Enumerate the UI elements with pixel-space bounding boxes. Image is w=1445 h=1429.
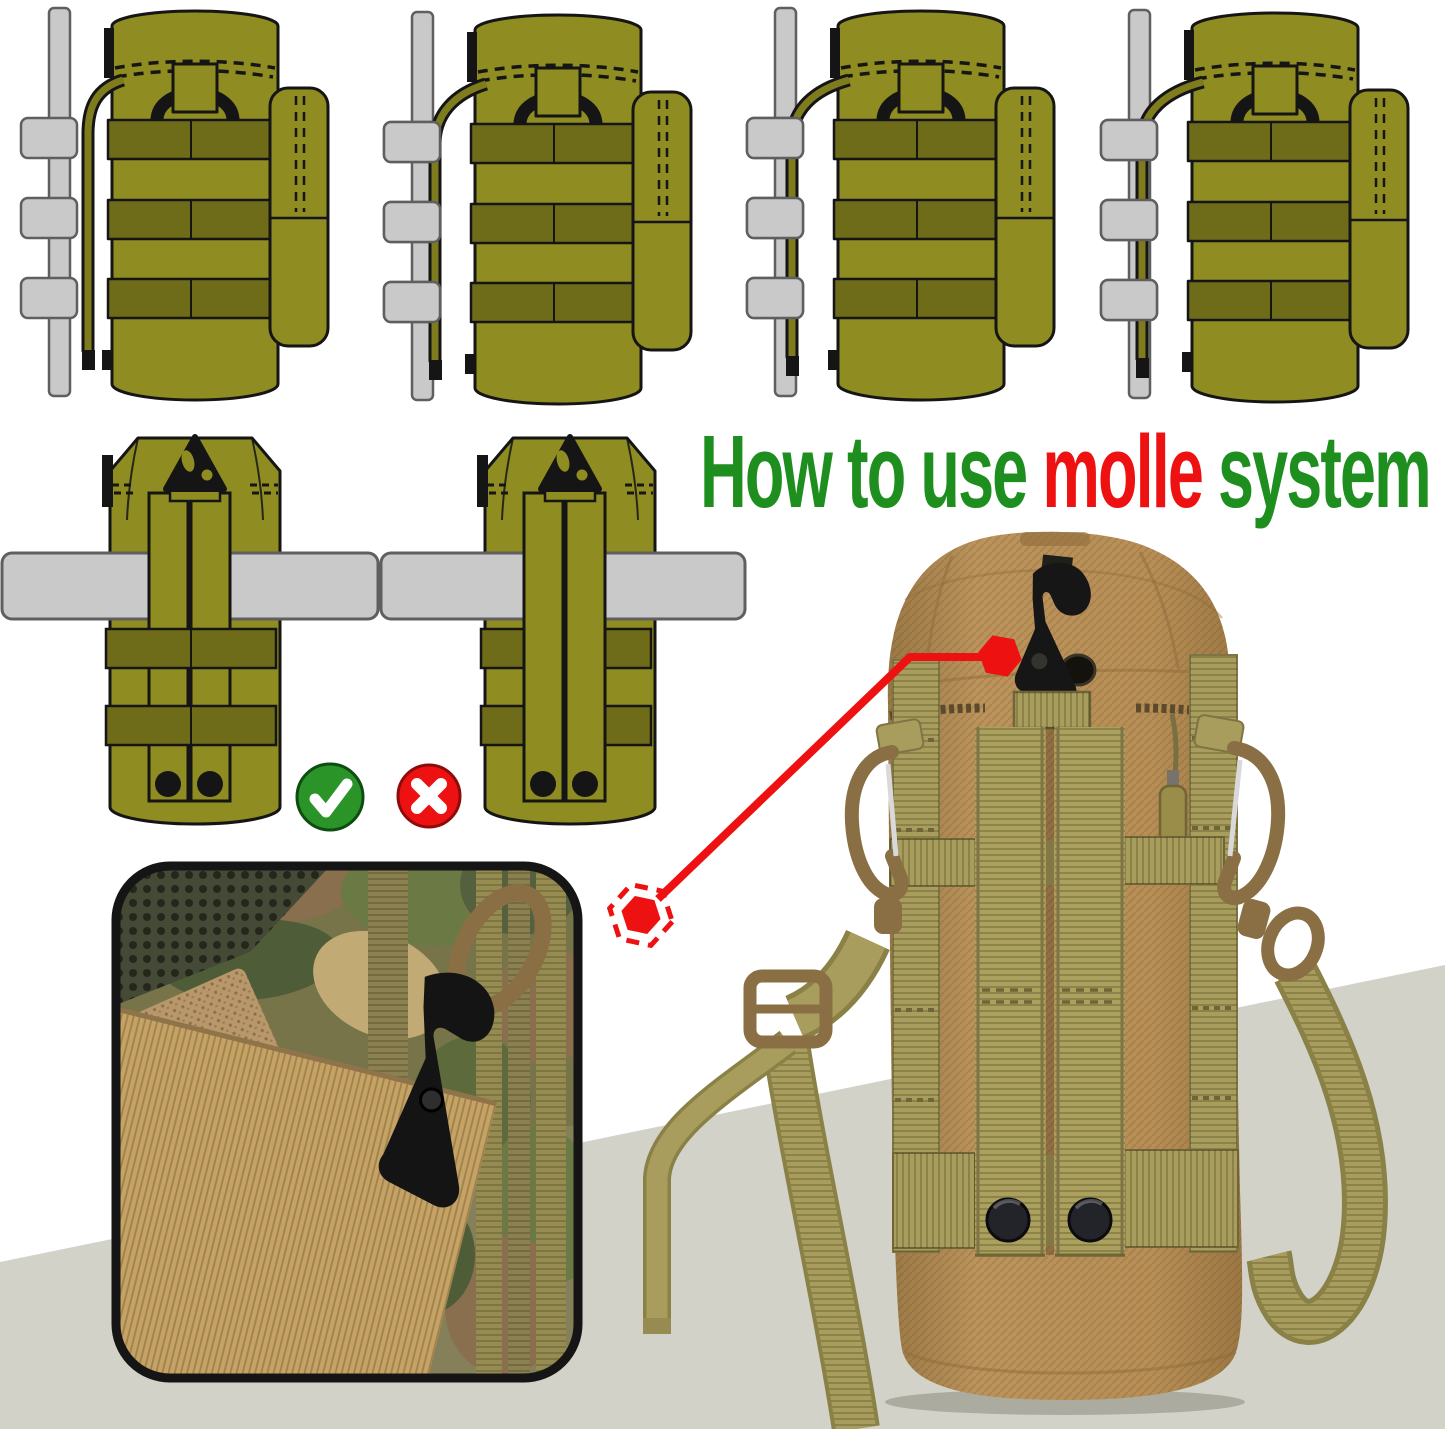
shadow (885, 1389, 1245, 1415)
strap-tip (786, 356, 799, 376)
hexagon-pointer-icon (978, 635, 1022, 677)
strap-tip (429, 360, 442, 380)
top-handle (1020, 532, 1090, 546)
swivel (874, 898, 902, 934)
snap-hook (1014, 562, 1091, 702)
title-segment-green-2: system (1201, 414, 1432, 529)
weave-step-diagram-3 (745, 8, 1054, 400)
check-icon (295, 762, 365, 832)
weave-step-diagram-2 (382, 12, 691, 404)
zipper-slider (1167, 770, 1179, 788)
cross-icon (396, 763, 462, 829)
swivel (1237, 899, 1271, 939)
carabiner-left (844, 718, 925, 934)
title-segment-red: molle (1042, 414, 1203, 529)
detail-inset-photo (111, 861, 583, 1383)
hexagon-target-icon (606, 881, 676, 949)
snap-button (1067, 1197, 1113, 1243)
hook-retainer-loop (1012, 690, 1092, 730)
strap-end-fold (643, 1318, 671, 1334)
molle-strap-front-right (1055, 727, 1125, 1257)
snap-button (985, 1197, 1031, 1243)
strap-gap-shadow (1046, 727, 1054, 1255)
carabiner-right (1193, 714, 1325, 982)
strap-tip (82, 350, 95, 370)
d-ring (1261, 906, 1325, 982)
weave-incorrect-diagram (379, 437, 747, 826)
callout (606, 635, 1022, 949)
molle-strap-front-left (975, 727, 1045, 1257)
weave-correct-diagram (0, 437, 380, 826)
strap-tip (1136, 358, 1149, 378)
weave-step-diagram-1 (21, 8, 328, 400)
shoulder-strap-right (1246, 961, 1388, 1345)
mesh-fabric (116, 866, 330, 1005)
product-photo (643, 531, 1388, 1429)
title-segment-green-1: How to use (700, 414, 1043, 529)
callout-line (655, 653, 982, 902)
shoulder-strap-left (643, 929, 890, 1429)
page-title: How to use molle system (700, 418, 1432, 525)
bottom-seam (904, 1350, 1237, 1375)
weave-step-diagram-4 (1099, 10, 1408, 402)
molle-band-upper (889, 836, 1225, 887)
molle-band-lower (892, 1149, 1239, 1249)
snap-hook-closeup (378, 972, 495, 1208)
inset-border (111, 861, 583, 1383)
webbing-strap-closeup (116, 1004, 497, 1378)
